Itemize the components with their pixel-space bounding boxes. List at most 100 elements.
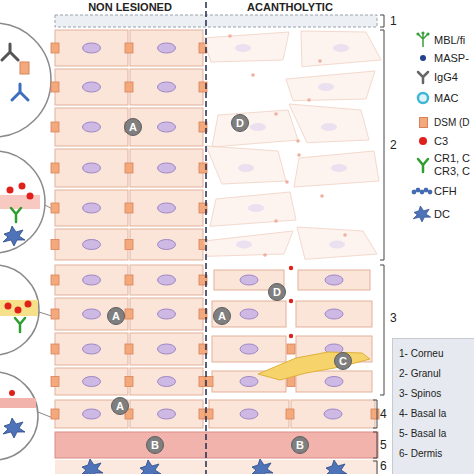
nucleus <box>83 43 101 53</box>
dendritic-cell <box>251 459 273 474</box>
nucleus <box>325 309 343 319</box>
art-shape <box>416 188 420 192</box>
nucleus <box>158 240 176 250</box>
desmosome <box>287 344 295 354</box>
mbl-icon <box>426 32 429 35</box>
dendritic-cell <box>81 459 103 474</box>
inset-circle <box>0 23 51 137</box>
nucleus <box>83 240 101 250</box>
keratinocyte <box>55 333 128 365</box>
callout-letter: A <box>111 397 129 415</box>
column-heading: NON LESIONED <box>88 1 172 14</box>
nucleus <box>329 241 345 249</box>
art-shape <box>412 190 416 194</box>
debris-dot <box>285 180 289 184</box>
keratinocyte <box>130 229 203 260</box>
layer-number: 5 <box>380 438 387 452</box>
desmosome <box>125 275 133 285</box>
nucleus <box>318 83 334 91</box>
keratinocyte <box>291 400 375 428</box>
dendritic-cell <box>325 460 347 474</box>
legend-text: IgG4 <box>434 71 458 84</box>
keratinocyte <box>296 301 372 327</box>
debris-dot <box>251 73 255 77</box>
layer-number: 3 <box>390 311 397 325</box>
nucleus <box>248 204 264 212</box>
desmosome <box>51 409 59 419</box>
art-shape <box>420 190 424 194</box>
inset-circle <box>0 372 38 460</box>
art-shape <box>428 190 432 194</box>
desmosome <box>125 163 133 173</box>
mbl-icon <box>418 33 428 47</box>
detached-cell <box>204 231 293 256</box>
acantholytic-cell <box>258 352 370 380</box>
nucleus <box>325 275 343 285</box>
desmosome <box>51 344 59 354</box>
layer-name: 2- Granul <box>399 364 470 384</box>
callout-letter: D <box>231 114 249 132</box>
layer-name: 4- Basal la <box>399 404 470 424</box>
layer-name: 5- Basal la <box>399 424 470 444</box>
callout-letter-text: A <box>129 121 137 133</box>
c3-dot <box>25 301 32 308</box>
antibody <box>12 84 28 100</box>
c3-dot <box>5 303 12 310</box>
keratinocyte <box>55 190 128 226</box>
keratinocyte <box>130 333 203 365</box>
nucleus <box>321 123 337 131</box>
debris-dot <box>274 112 278 116</box>
layer-number: 6 <box>380 459 387 473</box>
bracket <box>380 265 384 395</box>
c3-dot <box>7 187 14 194</box>
receptor-icon <box>418 159 428 172</box>
keratinocyte <box>130 265 203 295</box>
nucleus <box>83 309 101 319</box>
bracket <box>373 400 377 428</box>
desmosome <box>51 82 59 92</box>
nucleus <box>158 309 176 319</box>
nucleus <box>240 309 258 319</box>
art-shape <box>424 188 428 192</box>
desmosome <box>51 240 59 250</box>
bracket <box>373 432 377 458</box>
desmosome <box>125 309 133 319</box>
legend-swatch <box>419 117 428 128</box>
c3-dot <box>289 334 293 338</box>
nucleus <box>240 344 258 354</box>
callout-letter-text: A <box>218 310 226 322</box>
membrane <box>0 195 40 209</box>
inset-circle <box>0 151 45 253</box>
masp-icon <box>420 55 426 61</box>
nucleus <box>250 123 266 131</box>
membrane <box>0 300 38 316</box>
nucleus <box>158 82 176 92</box>
basement-membrane <box>55 432 378 458</box>
callout-letter: B <box>146 436 164 454</box>
nucleus <box>240 377 258 387</box>
keratinocyte <box>55 30 128 66</box>
desmosome <box>51 43 59 53</box>
nucleus <box>158 344 176 354</box>
keratinocyte <box>55 69 128 105</box>
keratinocyte <box>298 270 370 290</box>
detached-cell <box>210 192 296 226</box>
nucleus <box>83 344 101 354</box>
keratinocyte <box>55 265 128 295</box>
keratinocyte <box>55 229 128 260</box>
callout-letter-text: A <box>112 310 120 322</box>
desmosome <box>125 82 133 92</box>
c3-dot <box>9 390 15 396</box>
mbl-icon <box>421 31 424 34</box>
keratinocyte <box>55 149 128 187</box>
corneum-band <box>55 15 377 27</box>
layer-brackets <box>373 15 384 474</box>
c3-dot <box>15 307 22 314</box>
detached-cell <box>301 31 381 67</box>
nucleus <box>83 203 101 213</box>
desmosome <box>371 409 379 419</box>
keratinocyte <box>130 30 203 66</box>
column-heading: ACANTHOLYTIC <box>247 1 333 14</box>
inset-circles <box>0 23 60 460</box>
nucleus <box>83 82 101 92</box>
